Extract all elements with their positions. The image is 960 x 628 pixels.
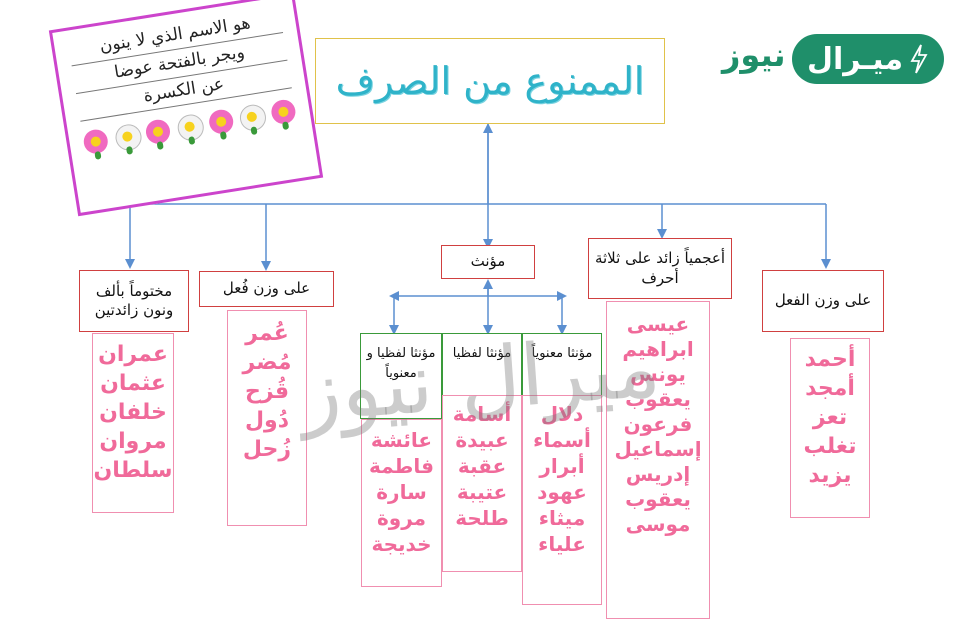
list-item: زُحل xyxy=(242,437,292,462)
list-item: تعز xyxy=(812,405,848,430)
list-both: عائشة فاطمة سارة مروة خديجة xyxy=(361,419,442,587)
list-item: دُول xyxy=(244,408,290,433)
list-item: طلحة xyxy=(455,506,509,530)
list-item: خديجة xyxy=(371,532,432,556)
subcategory-label: مؤنثا لفظيا xyxy=(452,346,512,361)
list-item: أمجد xyxy=(805,376,855,401)
list-item: أبرار xyxy=(539,454,585,478)
list-item: مُضر xyxy=(242,350,292,375)
category-feminine: مؤنث xyxy=(441,245,535,279)
list-item: مروان xyxy=(99,429,167,454)
list-item: إدريس xyxy=(625,462,691,486)
logo-pill-text: ميـرال xyxy=(806,41,904,77)
subcategory-label: مؤنثا معنوياً xyxy=(531,346,593,361)
list-foreign: عيسى ابراهيم يونس يعقوب فرعون إسماعيل إد… xyxy=(606,301,710,619)
diagram-title: الممنوع من الصرف xyxy=(335,59,645,103)
list-item: فرعون xyxy=(623,412,693,436)
list-item: عائشة xyxy=(370,428,433,452)
category-label: على وزن فُعل xyxy=(222,279,311,298)
list-item: عثمان xyxy=(100,371,166,396)
list-item: ميثاء xyxy=(538,506,586,530)
list-item: سارة xyxy=(376,480,427,504)
list-item: علياء xyxy=(538,532,586,556)
list-item: سلطان xyxy=(93,458,173,483)
list-item: عقبة xyxy=(457,454,507,478)
list-item: موسى xyxy=(625,512,691,536)
logo-word: نيوز xyxy=(722,36,786,74)
list-alif-nun: عمران عثمان خلفان مروان سلطان xyxy=(92,333,174,513)
list-item: عبيدة xyxy=(455,428,509,452)
category-label: مؤنث xyxy=(470,252,506,271)
category-alif-nun: مختوماً بألف ونون زائدتين xyxy=(79,270,189,332)
list-item: يزيد xyxy=(808,463,852,488)
white-flower-icon xyxy=(113,122,144,156)
logo-pill: ميـرال xyxy=(792,34,944,84)
list-semantic: دلال أسماء أبرار عهود ميثاء علياء xyxy=(522,395,602,605)
list-item: أسامة xyxy=(452,402,512,426)
list-item: ابراهيم xyxy=(622,337,694,361)
list-verbal: أسامة عبيدة عقبة عتيبة طلحة xyxy=(442,395,522,572)
category-label: أعجمياً زائد على ثلاثة أحرف xyxy=(594,249,726,287)
list-verb-form: أحمد أمجد تعز تغلب يزيد xyxy=(790,338,870,518)
list-item: يونس xyxy=(630,362,686,386)
lightning-bolt-icon xyxy=(910,44,928,74)
category-label: مختوماً بألف ونون زائدتين xyxy=(94,281,174,320)
list-item: عُمر xyxy=(245,321,289,346)
white-flower-icon xyxy=(175,112,206,146)
list-fuel: عُمر مُضر قُزح دُول زُحل xyxy=(227,310,307,526)
subcategory-label: مؤنثا لفظيا و معنوياً xyxy=(366,346,436,381)
white-flower-icon xyxy=(238,102,269,136)
list-item: أحمد xyxy=(804,347,856,372)
list-item: عتيبة xyxy=(456,480,508,504)
title-box: الممنوع من الصرف xyxy=(315,38,665,124)
pink-flower-icon xyxy=(82,127,110,161)
category-verb-form: على وزن الفعل xyxy=(762,270,884,332)
pink-flower-icon xyxy=(269,98,298,131)
pink-flower-icon xyxy=(207,108,235,141)
list-item: عمران xyxy=(98,342,168,367)
list-item: تغلب xyxy=(803,434,857,459)
pink-flower-icon xyxy=(144,117,173,151)
list-item: مروة xyxy=(376,506,427,530)
list-item: يعقوب xyxy=(625,487,691,511)
category-foreign: أعجمياً زائد على ثلاثة أحرف xyxy=(588,238,732,299)
subcategory-both: مؤنثا لفظيا و معنوياً xyxy=(360,333,442,419)
list-item: يعقوب xyxy=(625,387,691,411)
list-item: قُزح xyxy=(245,379,289,404)
list-item: خلفان xyxy=(99,400,167,425)
list-item: إسماعيل xyxy=(614,437,702,461)
list-item: أسماء xyxy=(533,428,591,452)
category-fuel: على وزن فُعل xyxy=(199,271,334,307)
list-item: عيسى xyxy=(626,312,690,336)
category-label: على وزن الفعل xyxy=(774,291,872,310)
list-item: فاطمة xyxy=(369,454,434,478)
brand-logo: ميـرال نيوز xyxy=(722,34,944,84)
list-item: عهود xyxy=(537,480,587,504)
definition-note: هو الاسم الذي لا ينون ويجر بالفتحة عوضا … xyxy=(48,0,324,217)
list-item: دلال xyxy=(540,402,584,426)
